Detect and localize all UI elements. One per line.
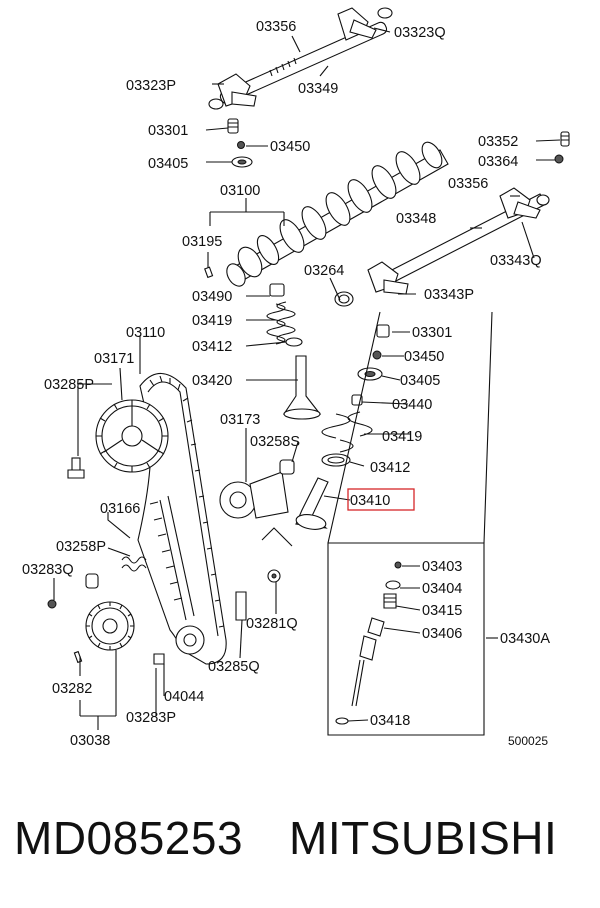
label-03166[interactable]: 03166: [100, 501, 140, 517]
label-03285q[interactable]: 03285Q: [208, 659, 260, 675]
label-04044[interactable]: 04044: [164, 689, 204, 705]
label-03301-top[interactable]: 03301: [148, 123, 188, 139]
label-03323p[interactable]: 03323P: [126, 78, 176, 94]
label-03356-top[interactable]: 03356: [256, 19, 296, 35]
label-03343q[interactable]: 03343Q: [490, 253, 542, 269]
label-03100[interactable]: 03100: [220, 183, 260, 199]
label-03173[interactable]: 03173: [220, 412, 260, 428]
label-03281q[interactable]: 03281Q: [246, 616, 298, 632]
label-03440[interactable]: 03440: [392, 397, 432, 413]
idler-pulley: [153, 625, 205, 665]
label-03343p[interactable]: 03343P: [424, 287, 474, 303]
camshaft-sprocket: [95, 399, 169, 473]
rocker-shaft-right: [334, 131, 570, 307]
label-03171[interactable]: 03171: [94, 351, 134, 367]
label-03283q[interactable]: 03283Q: [22, 562, 74, 578]
label-03450-top[interactable]: 03450: [270, 139, 310, 155]
label-03415[interactable]: 03415: [422, 603, 462, 619]
lash-adjuster-inset: [327, 311, 493, 736]
label-03406[interactable]: 03406: [422, 626, 462, 642]
label-03405-right[interactable]: 03405: [400, 373, 440, 389]
label-03323q[interactable]: 03323Q: [394, 25, 446, 41]
label-03490[interactable]: 03490: [192, 289, 232, 305]
small-parts-top: [227, 118, 253, 168]
label-03258p[interactable]: 03258P: [56, 539, 106, 555]
label-03348[interactable]: 03348: [396, 211, 436, 227]
label-03364[interactable]: 03364: [478, 154, 518, 170]
label-03430a[interactable]: 03430A: [500, 631, 550, 647]
label-03405-top[interactable]: 03405: [148, 156, 188, 172]
part-labels: 03356 03323Q 03323P 03349 03301 03450 03…: [22, 19, 550, 749]
label-03258s[interactable]: 03258S: [250, 434, 300, 450]
label-03412-left[interactable]: 03412: [192, 339, 232, 355]
label-03301-right[interactable]: 03301: [412, 325, 452, 341]
label-03420[interactable]: 03420: [192, 373, 232, 389]
leader-lines: [53, 27, 561, 730]
belt-tensioner: [219, 459, 295, 621]
valve-assembly-right: [295, 324, 390, 530]
tensioner-spring: [47, 457, 147, 609]
label-03412-right[interactable]: 03412: [370, 460, 410, 476]
label-03403[interactable]: 03403: [422, 559, 462, 575]
label-03352[interactable]: 03352: [478, 134, 518, 150]
label-03283p[interactable]: 03283P: [126, 710, 176, 726]
label-03195[interactable]: 03195: [182, 234, 222, 250]
part-number: MD085253: [14, 812, 244, 864]
label-03282[interactable]: 03282: [52, 681, 92, 697]
label-03264[interactable]: 03264: [304, 263, 344, 279]
label-03356-right[interactable]: 03356: [448, 176, 488, 192]
crankshaft-sprocket: [73, 601, 135, 664]
footer: MD085253 MITSUBISHI: [14, 808, 594, 868]
valve-assembly-left: [266, 283, 322, 420]
diagram-ref-code: 500025: [508, 734, 548, 748]
brand-name: MITSUBISHI: [289, 812, 558, 864]
label-03285p[interactable]: 03285P: [44, 377, 94, 393]
label-03110[interactable]: 03110: [126, 325, 165, 341]
label-03450-right[interactable]: 03450: [404, 349, 444, 365]
rocker-shaft-upper: [208, 7, 393, 110]
parts-diagram: 03356 03323Q 03323P 03349 03301 03450 03…: [22, 7, 570, 749]
label-03418[interactable]: 03418: [370, 713, 410, 729]
label-03404[interactable]: 03404: [422, 581, 462, 597]
label-03038[interactable]: 03038: [70, 733, 110, 749]
camshaft: [204, 141, 449, 287]
label-03419-right[interactable]: 03419: [382, 429, 422, 445]
label-03419-left[interactable]: 03419: [192, 313, 232, 329]
highlight-box: [347, 488, 415, 511]
label-03349[interactable]: 03349: [298, 81, 338, 97]
label-03410[interactable]: 03410: [350, 493, 390, 509]
